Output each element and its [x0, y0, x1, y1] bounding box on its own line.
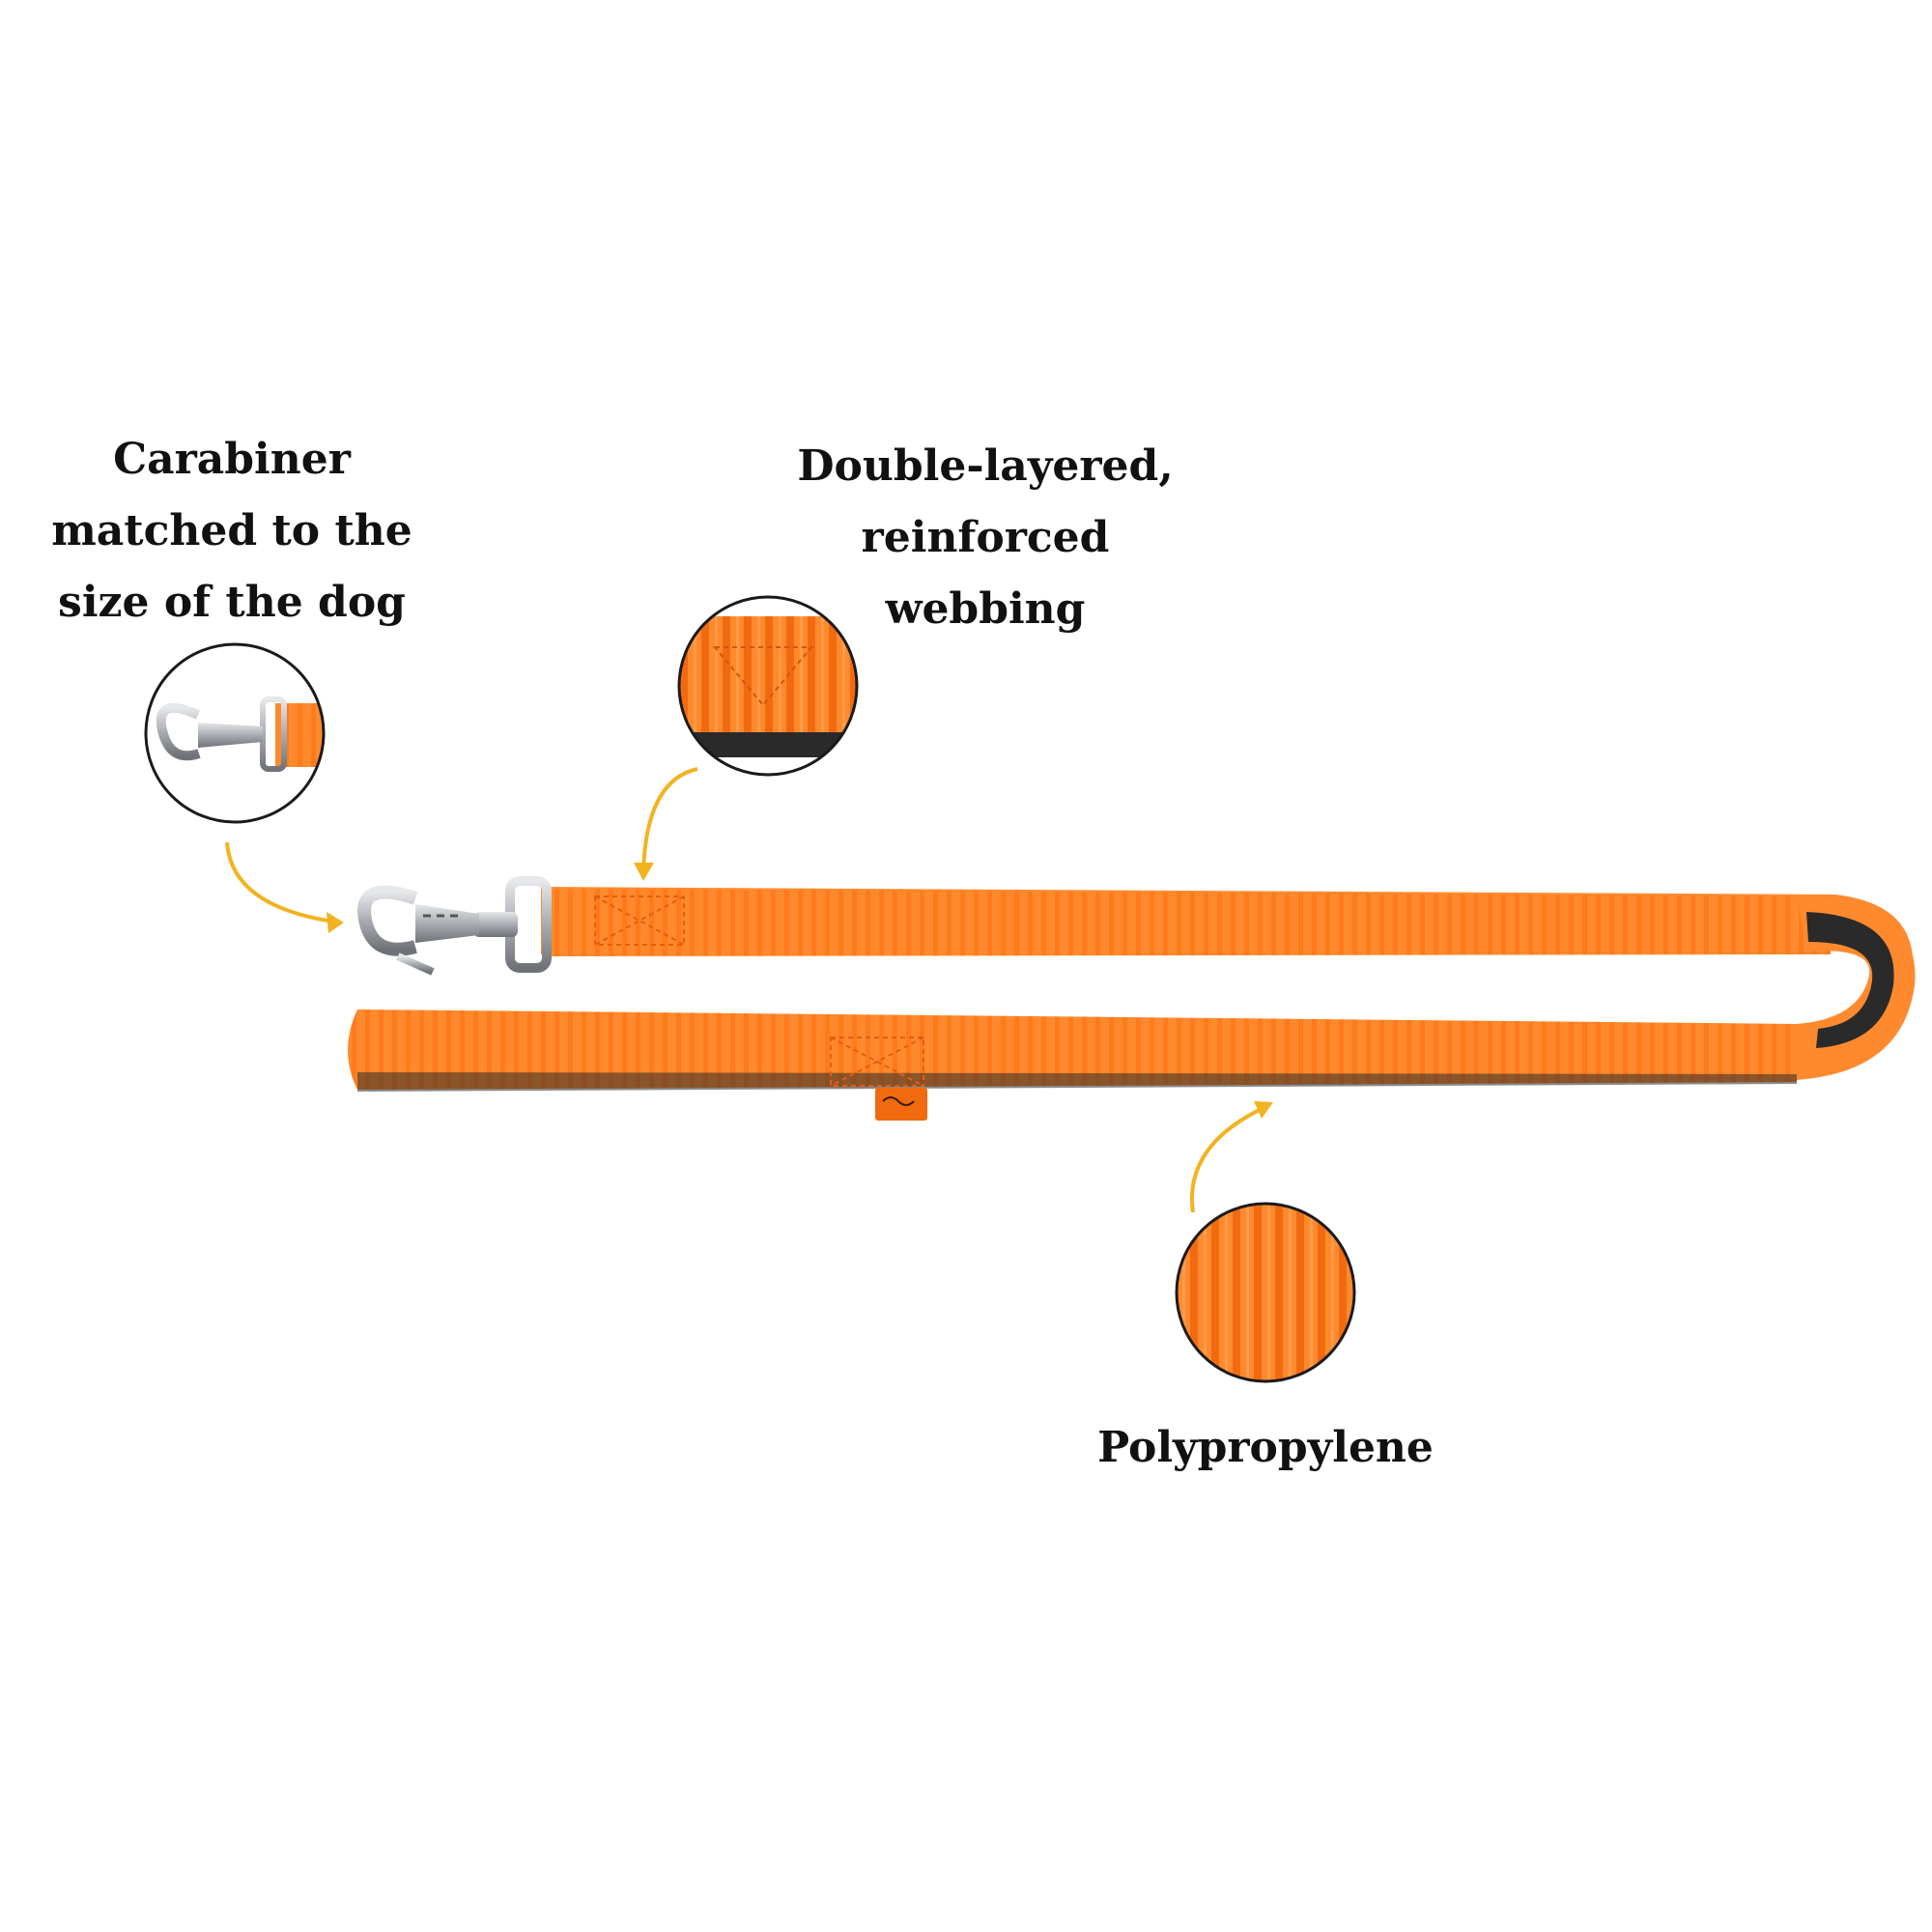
webbing-arrow [641, 767, 698, 875]
carabiner-arrow [225, 841, 341, 924]
stitch-box-lower [830, 1037, 924, 1087]
webbing-callout-text: Double-layered, reinforced webbing [773, 431, 1198, 645]
brand-tag-icon [875, 1088, 927, 1121]
webbing-arrowhead [634, 863, 654, 881]
carabiner-callout-line-3: size of the dog [58, 578, 406, 627]
material-callout-line-1: Polypropylene [1097, 1423, 1434, 1472]
material-arrow [1190, 1104, 1268, 1213]
polypropylene-texture-icon [1175, 1202, 1356, 1383]
carabiner-icon [357, 876, 552, 976]
dog-leash-icon [348, 876, 1916, 1121]
webbing-closeup-icon [677, 595, 859, 777]
webbing-callout-line-1: Double-layered, [797, 441, 1174, 491]
webbing-callout-line-3: webbing [885, 584, 1086, 634]
material-callout-text: Polypropylene [1072, 1412, 1459, 1484]
carabiner-closeup-icon [144, 642, 326, 824]
material-arrowhead [1254, 1101, 1273, 1119]
carabiner-callout-line-1: Carabiner [113, 435, 351, 484]
carabiner-arrowhead [327, 912, 344, 933]
stitch-box-upper [594, 895, 685, 946]
carabiner-callout-text: Carabiner matched to the size of the dog [29, 424, 435, 639]
carabiner-callout-line-2: matched to the [51, 506, 412, 555]
webbing-callout-line-2: reinforced [861, 513, 1110, 562]
